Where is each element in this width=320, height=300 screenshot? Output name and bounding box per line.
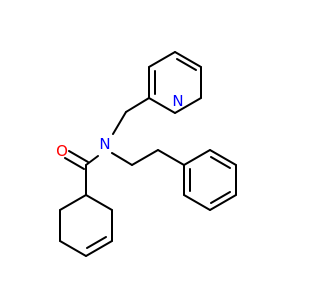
- phenyl-bond-4-inner: [210, 191, 231, 204]
- phenyl-bond-4: [209, 194, 237, 211]
- phenyl-bond-5: [183, 194, 211, 211]
- pyridine-bond-3: [174, 51, 202, 68]
- cyclohexene-bond-3-inner: [86, 236, 107, 249]
- cyclohexene-bond-4: [59, 240, 87, 257]
- pyridine-bond-3-inner: [176, 58, 197, 71]
- bond-methylene-pyridine: [125, 97, 150, 113]
- pyridine-bond-2: [148, 51, 176, 68]
- atom-labels: O N N: [56, 92, 184, 160]
- cyclohexene-bond-6: [59, 194, 87, 211]
- atom-label-oxygen: O: [56, 142, 68, 160]
- bond-ethyl-phenyl: [157, 149, 185, 166]
- bonds: [59, 51, 237, 257]
- atom-label-pyridine-nitrogen: N: [172, 92, 183, 110]
- bond-carbonyl-double-1: [68, 150, 89, 163]
- bond-ethyl-2: [131, 149, 159, 166]
- phenyl-bond-2-inner: [210, 156, 231, 169]
- bond-n-ethyl-1: [111, 152, 133, 166]
- atom-label-amide-nitrogen: N: [99, 135, 110, 153]
- bond-n-methylene: [112, 111, 127, 135]
- cyclohexene-bond-1: [85, 194, 113, 211]
- phenyl-bond-2: [209, 149, 237, 166]
- phenyl-bond-1: [183, 149, 211, 166]
- pyridine-bond-6: [148, 97, 176, 114]
- molecule-structure-canvas: O N N: [56, 51, 237, 257]
- bond-carbonyl-amide-n: [85, 155, 99, 166]
- cyclohexene-bond-3: [85, 240, 113, 257]
- structure-diagram: O N N: [56, 51, 237, 257]
- pyridine-bond-5: [174, 97, 202, 114]
- bond-carbonyl-double-2: [64, 157, 85, 170]
